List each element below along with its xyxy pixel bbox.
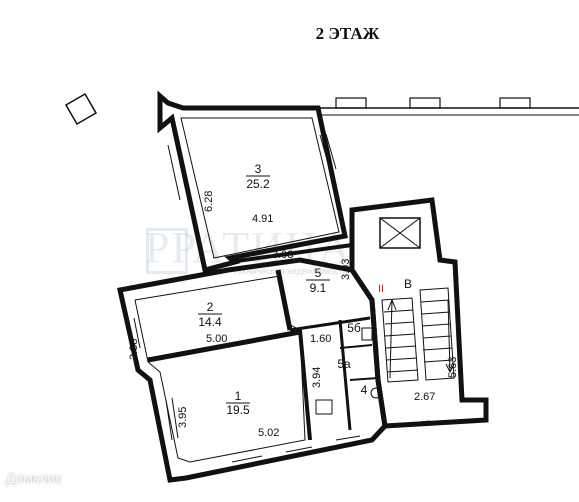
wall-room5-room2 <box>275 269 293 331</box>
wall-room2-room1 <box>147 329 301 363</box>
dim-5-63: 5.63 <box>447 357 459 378</box>
fixture-4 <box>370 387 382 399</box>
dim-3-03-h: 3.03 <box>272 249 293 261</box>
detached-square <box>64 92 98 126</box>
fixture-5b <box>361 327 373 341</box>
room-3-window-left <box>167 144 181 201</box>
room-3-walls <box>157 90 348 274</box>
lower-windows <box>127 317 431 469</box>
dim-3-94: 3.94 <box>311 367 323 388</box>
watermark-logo <box>146 228 188 274</box>
room-5-area: 9.1 <box>310 281 327 295</box>
room-v-number: В <box>404 277 412 291</box>
room-4-number: 4 <box>361 383 368 397</box>
stairs <box>381 287 455 383</box>
floor-title: 2 ЭТАЖ <box>315 24 380 43</box>
dim-5-00: 5.00 <box>206 333 227 345</box>
room-5a-number: 5a <box>337 357 351 371</box>
dim-4-91: 4.91 <box>252 213 273 225</box>
room-3-area: 25.2 <box>246 177 270 191</box>
dim-2-67: 2.67 <box>414 391 435 403</box>
fixture-5a <box>315 399 333 415</box>
room-5-number: 5 <box>315 266 322 280</box>
dim-6-28: 6.28 <box>203 191 215 212</box>
room-2-area: 14.4 <box>198 315 222 329</box>
dimension-labels: 6.28 4.91 3.03 3.03 2.88 5.00 1.60 3.95 … <box>128 191 459 439</box>
room-2-number: 2 <box>207 300 214 314</box>
room-1-area: 19.5 <box>226 403 250 417</box>
room-labels: 3 25.2 2 14.4 1 19.5 5 9.1 5a 5б 4 В <box>198 162 412 417</box>
top-windows <box>335 97 531 109</box>
lower-block-walls <box>116 257 388 483</box>
room-3-number: 3 <box>255 162 262 176</box>
dim-2-88: 2.88 <box>128 339 140 360</box>
dim-5-02: 5.02 <box>258 427 279 439</box>
dim-3-95: 3.95 <box>177 407 189 428</box>
ventilation-marker: II <box>378 283 384 295</box>
room-1-number: 1 <box>235 389 242 403</box>
dim-3-03-v: 3.03 <box>340 259 352 280</box>
room-5b-number: 5б <box>347 321 361 335</box>
dim-1-60: 1.60 <box>310 333 331 345</box>
watermark-subtitle: Техническая недвижимость <box>232 266 348 276</box>
brand-watermark: Домклик <box>6 470 62 486</box>
elevator-shaft <box>379 217 421 249</box>
room-3-window-right <box>319 134 331 171</box>
